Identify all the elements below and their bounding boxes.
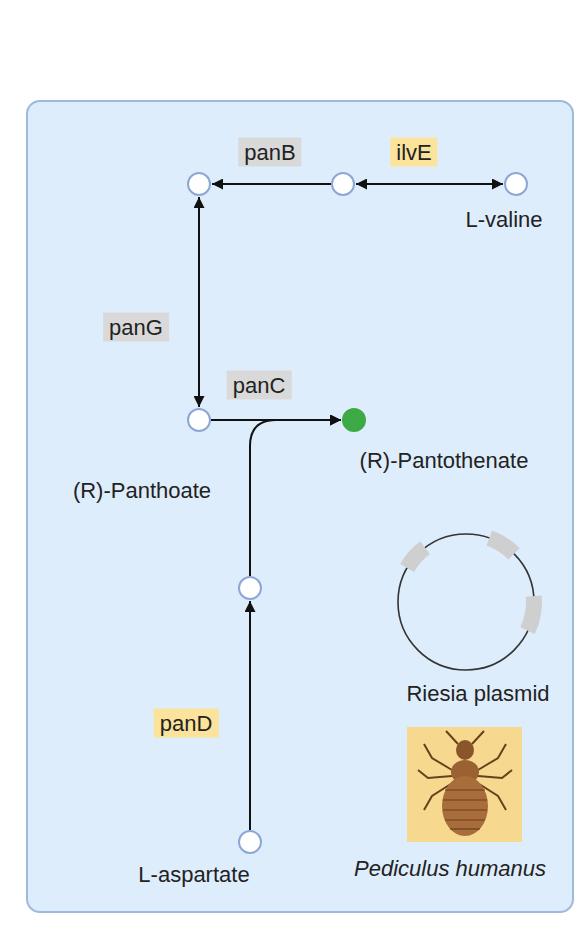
enzyme-label: panD (154, 709, 219, 738)
reaction-arrow (250, 420, 341, 576)
reaction-arrow (198, 197, 200, 407)
enzyme-label: panB (238, 138, 301, 167)
metabolite-name: L-valine (465, 207, 542, 233)
enzyme-label: ilvE (390, 138, 437, 167)
reaction-arrow (212, 183, 331, 185)
reaction-arrow (211, 419, 341, 421)
metabolite-circle: L-aspartate (238, 830, 262, 854)
louse-illustration (407, 727, 522, 842)
plasmid-symbol (398, 534, 534, 670)
metabolite-name: (R)-Panthoate (73, 478, 211, 504)
product-circle: (R)-Pantothenate (342, 408, 366, 432)
metabolite-circle: (R)-Panthoate (187, 408, 211, 432)
metabolite-circle (187, 172, 211, 196)
reaction-arrow (249, 601, 251, 830)
metabolite-circle (238, 576, 262, 600)
metabolite-name: (R)-Pantothenate (360, 448, 529, 474)
metabolite-name: L-aspartate (138, 862, 249, 888)
reaction-arrow (356, 183, 503, 185)
metabolite-circle (331, 172, 355, 196)
metabolite-circle: L-valine (504, 172, 528, 196)
caption-label: Riesia plasmid (406, 681, 549, 707)
caption-label: Pediculus humanus (354, 856, 546, 882)
enzyme-label: panG (103, 313, 169, 342)
enzyme-label: panC (227, 371, 292, 400)
